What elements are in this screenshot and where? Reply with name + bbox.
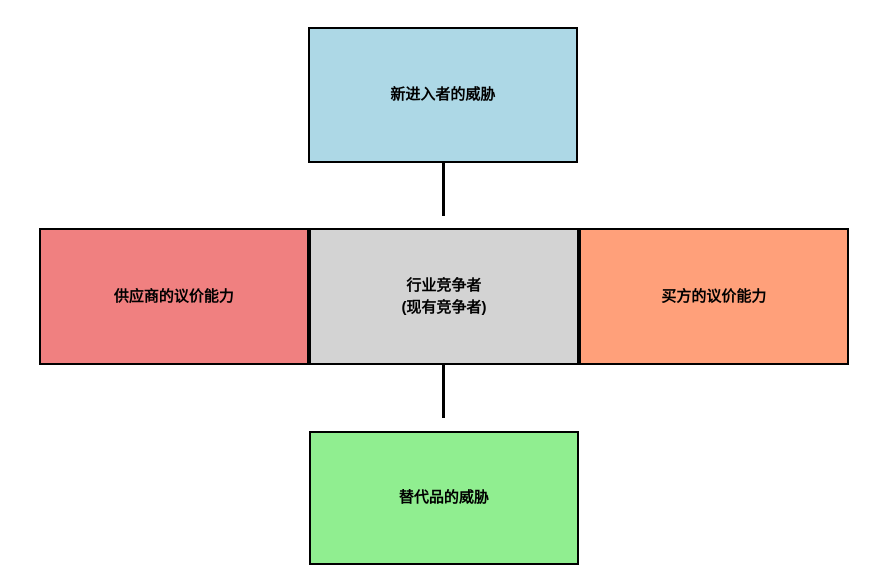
node-substitutes-label: 替代品的威胁	[398, 489, 489, 507]
node-industry-competitors-label-line1: 行业竞争者	[406, 276, 482, 294]
node-buyers-label: 买方的议价能力	[661, 287, 767, 305]
node-substitutes: 替代品的威胁	[309, 431, 579, 565]
node-industry-competitors-label-line2: (现有竞争者)	[401, 298, 487, 316]
connector-center-to-bottom	[442, 365, 445, 418]
node-suppliers-label: 供应商的议价能力	[113, 287, 234, 305]
node-buyers: 买方的议价能力	[579, 228, 849, 365]
node-industry-competitors: 行业竞争者 (现有竞争者)	[309, 228, 579, 365]
node-new-entrants: 新进入者的威胁	[308, 27, 578, 163]
node-suppliers: 供应商的议价能力	[39, 228, 309, 365]
node-new-entrants-label: 新进入者的威胁	[390, 86, 496, 104]
connector-top-to-center	[442, 163, 445, 216]
